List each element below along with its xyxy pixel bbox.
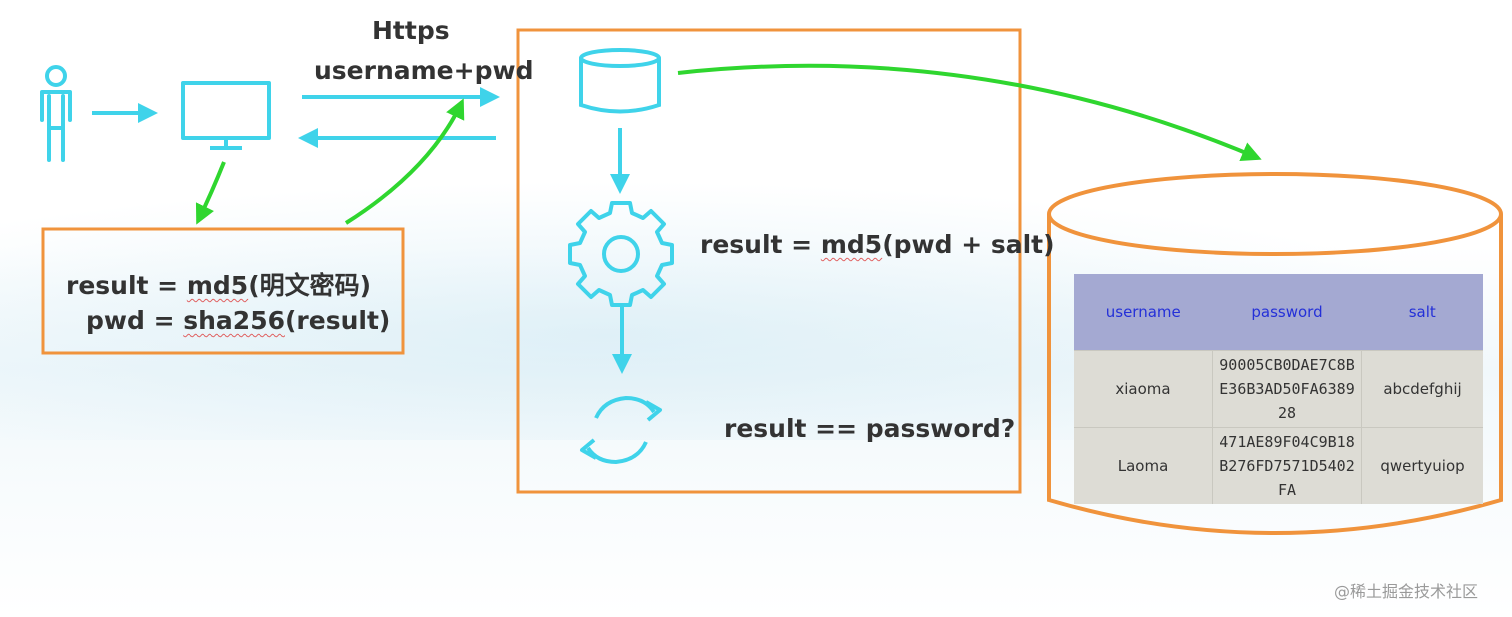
table-row: xiaoma 90005CB0DAE7C8BE36B3AD50FA638928 … xyxy=(1074,350,1483,428)
client-hash-line-1: result = md5(明文密码) xyxy=(66,271,372,300)
server-compare-step: result == password? xyxy=(724,414,1016,443)
cell-username: Laoma xyxy=(1074,427,1213,504)
server-hash-step: result = md5(pwd + salt) xyxy=(700,230,1055,259)
database-cylinder xyxy=(1047,172,1503,535)
hash-to-request-arrow xyxy=(344,98,465,225)
server-to-database-arrow xyxy=(677,63,1262,161)
cell-salt: qwertyuiop xyxy=(1361,427,1483,504)
user-icon xyxy=(40,65,72,162)
table-row: Laoma 471AE89F04C9B18B276FD7571D5402FA q… xyxy=(1074,427,1483,504)
monitor-icon xyxy=(181,81,271,150)
monitor-to-hash-arrow xyxy=(195,161,226,225)
header-salt: salt xyxy=(1361,274,1483,351)
cell-salt: abcdefghij xyxy=(1361,350,1483,428)
client-hash-box xyxy=(41,227,405,355)
cell-username: xiaoma xyxy=(1074,350,1213,428)
table-header-row: username password salt xyxy=(1074,274,1483,351)
header-password: password xyxy=(1212,274,1362,351)
header-username: username xyxy=(1074,274,1213,351)
watermark: @稀土掘金技术社区 xyxy=(1334,582,1479,601)
cell-password: 90005CB0DAE7C8BE36B3AD50FA638928 xyxy=(1212,350,1362,428)
server-box xyxy=(516,28,1022,494)
client-hash-line-2: pwd = sha256(result) xyxy=(86,306,391,335)
database-icon xyxy=(579,48,661,114)
cell-password: 471AE89F04C9B18B276FD7571D5402FA xyxy=(1212,427,1362,504)
payload-label: username+pwd xyxy=(314,56,534,85)
refresh-icon xyxy=(580,396,662,464)
protocol-label: Https xyxy=(372,16,450,45)
gear-icon xyxy=(568,201,674,307)
user-table: username password salt xiaoma 90005CB0DA… xyxy=(1074,274,1483,504)
